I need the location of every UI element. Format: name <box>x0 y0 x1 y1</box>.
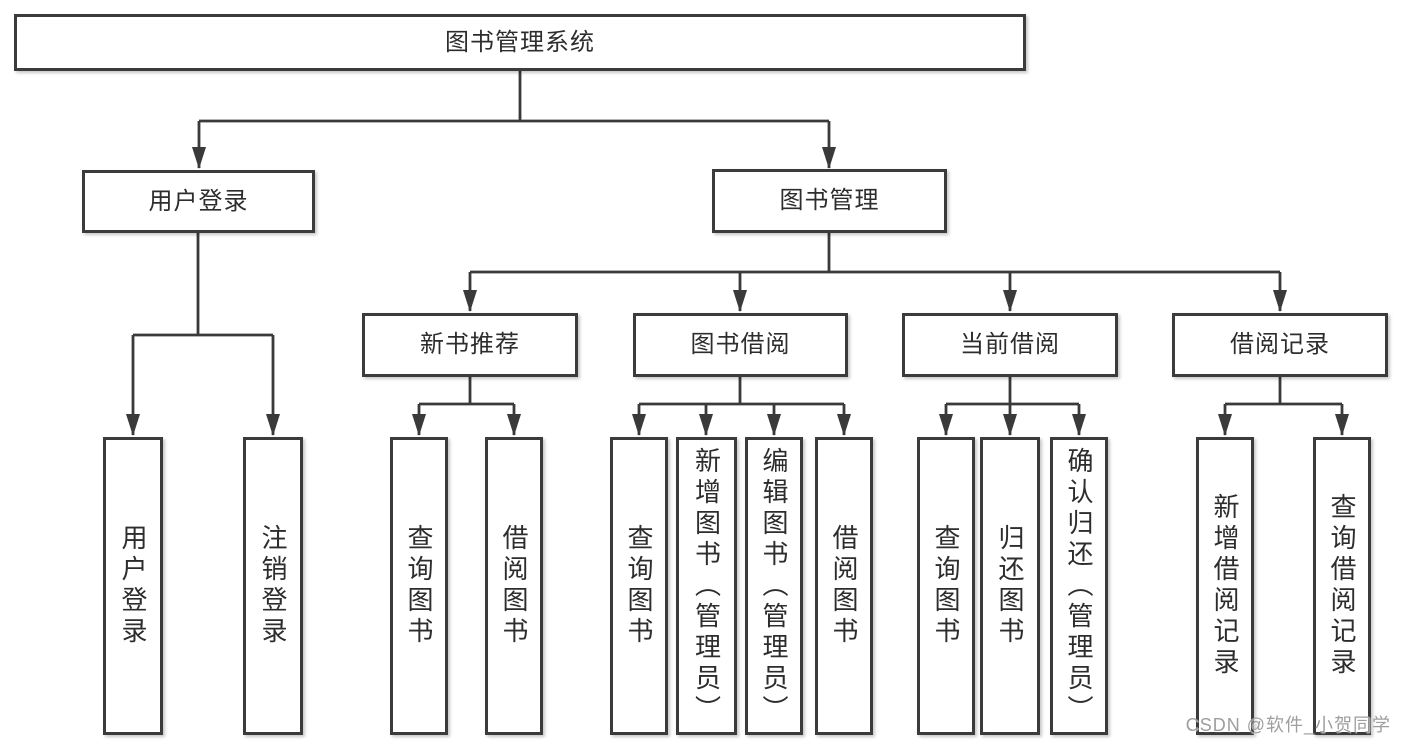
leaf-add-borrow-record-label: 新增借阅记录 <box>1210 493 1240 679</box>
leaf-edit-book-admin: 编辑图书（管理员） <box>745 437 803 735</box>
node-user-login-label: 用户登录 <box>148 187 249 215</box>
leaf-query-books-recommend: 查询图书 <box>390 437 448 735</box>
node-book-management-label: 图书管理 <box>779 187 880 214</box>
leaf-query-borrow-record-label: 查询借阅记录 <box>1327 493 1357 679</box>
leaf-add-book-admin: 新增图书（管理员） <box>676 437 737 735</box>
leaf-edit-book-admin-label: 编辑图书（管理员） <box>759 446 789 726</box>
node-current-borrowing-label: 当前借阅 <box>960 331 1060 358</box>
node-book-borrowing: 图书借阅 <box>633 313 848 377</box>
leaf-borrow-books-recommend-label: 借阅图书 <box>499 524 529 648</box>
leaf-borrow-books-borrowing-label: 借阅图书 <box>829 524 859 648</box>
node-borrow-records-label: 借阅记录 <box>1230 331 1330 358</box>
leaf-query-books-current-label: 查询图书 <box>931 524 961 648</box>
node-root-system: 图书管理系统 <box>14 14 1026 71</box>
leaf-confirm-return-admin: 确认归还（管理员） <box>1050 437 1108 735</box>
node-new-book-recommend-label: 新书推荐 <box>420 331 520 358</box>
node-root-label: 图书管理系统 <box>445 28 595 56</box>
leaf-logout: 注销登录 <box>243 437 303 735</box>
node-new-book-recommend: 新书推荐 <box>362 313 578 377</box>
node-book-management: 图书管理 <box>712 169 947 233</box>
node-current-borrowing: 当前借阅 <box>902 313 1118 377</box>
leaf-user-login-label: 用户登录 <box>118 524 148 648</box>
leaf-return-book-label: 归还图书 <box>995 524 1025 648</box>
node-user-login: 用户登录 <box>82 170 315 233</box>
leaf-return-book: 归还图书 <box>980 437 1040 735</box>
leaf-query-books-borrowing: 查询图书 <box>610 437 668 735</box>
node-book-borrowing-label: 图书借阅 <box>690 331 791 358</box>
leaf-confirm-return-admin-label: 确认归还（管理员） <box>1064 446 1094 726</box>
leaf-query-borrow-record: 查询借阅记录 <box>1313 437 1371 735</box>
leaf-borrow-books-recommend: 借阅图书 <box>485 437 543 735</box>
node-borrow-records: 借阅记录 <box>1172 313 1388 377</box>
leaf-query-books-current: 查询图书 <box>917 437 975 735</box>
leaf-user-login: 用户登录 <box>103 437 163 735</box>
leaf-logout-label: 注销登录 <box>258 524 288 648</box>
leaf-query-books-borrowing-label: 查询图书 <box>624 524 654 648</box>
leaf-query-books-recommend-label: 查询图书 <box>404 524 434 648</box>
leaf-borrow-books-borrowing: 借阅图书 <box>815 437 873 735</box>
leaf-add-borrow-record: 新增借阅记录 <box>1196 437 1254 735</box>
csdn-watermark: CSDN @软件_小贺同学 <box>1185 715 1391 735</box>
leaf-add-book-admin-label: 新增图书（管理员） <box>691 446 722 726</box>
